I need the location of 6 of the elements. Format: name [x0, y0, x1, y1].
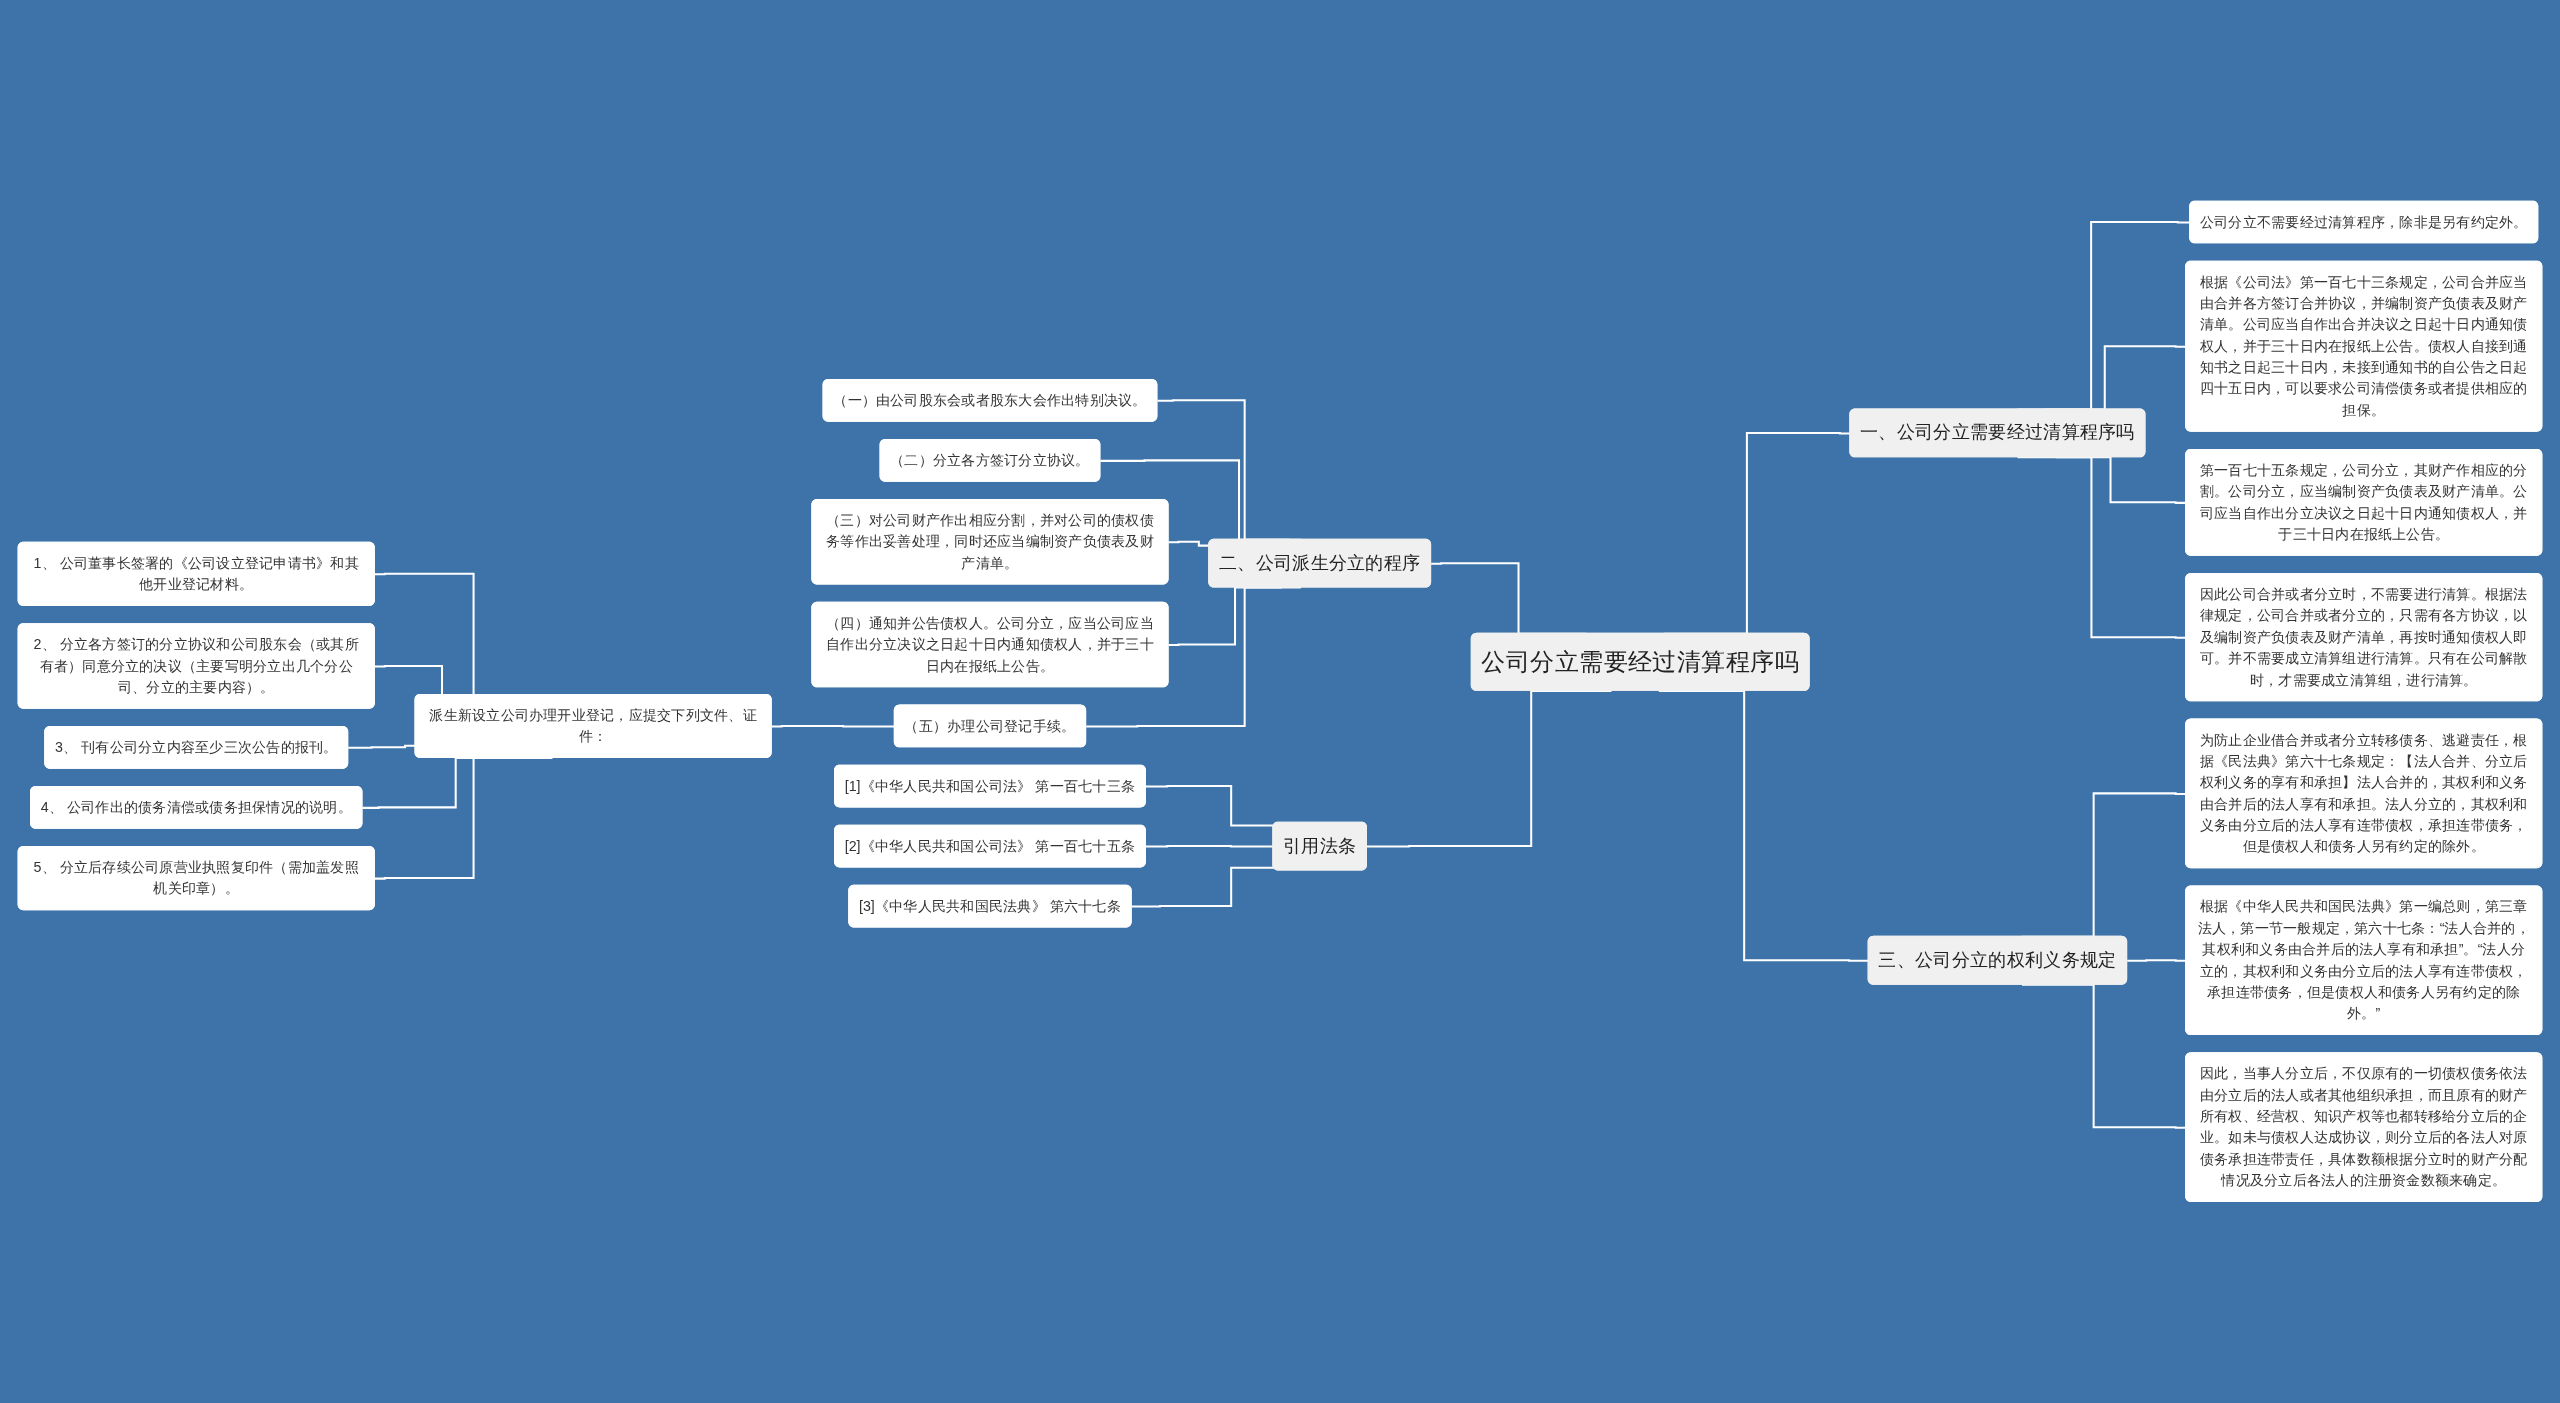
connector	[771, 725, 895, 728]
connector	[1145, 785, 1274, 827]
connector	[1168, 540, 1210, 547]
mind-map-diagram: 公司分立需要经过清算程序吗 一、公司分立需要经过清算程序吗 公司分立不需要经过清算程序，除非是另有约定外。 根据《公司法》第一百七十三条规定，公司合并应当由合并各方签订合并协议，并编制资产负债表及财产清单。公司应当自作出合并决议之日起十日内通知债权人，并于三十日内在报纸上公告。债权人自接到通知书之日起三十日内，未接到通知书的自公告之日起四十五日内，可以要求公司清偿债务或者提供相应的担保。 第一百七十五条规定，公司分立，其财产作相应的分割。公司分立，应当编制资产负债表及财产清单。公司应当自作出分立决议之日起十日内通知债权人，并于三十日内在报纸上公告。 因此公司合并或者分立时，不需要进行清算。根据法律规定，公司合并或者分立的，只需有各方协议，以及编制资产负债表及财产清单，再按时通知债权人即可。并不需要成立清算组进行清算。只有在公司解散时，才需要成立清算组，进行清算。 二、公司派生分立的程序 （一）由公司股东会或者股东大会作出特别决议。 （二）分立各方签订分立协议。 （三）对公司财产作出相应分割，并对公司的债权债务等作出妥善处理，同时还应当编制资产负债表及财产清单。 （四）通知并公告债权人。公司分立，应当公司应当自作出分立决议之日起十日内通知债权人，并于三十日内在报纸上公告。 （五）办理公司登记手续。 派生新设立公司办理开业登记，应提交下列文件、证件： 1、 公司董事长签署的《公司设立登记申请书》和其他开业登记材料。 2、 分立各方签订的分立协议和公司股东会（或其所有者）同意分立的决议（主要写明分立出几个分公司、分立的主要内容）。 3、 刊有公司分立内容至少三次公告的报刊。 4、 公司作出的债务清偿或债务担保情况的说明。 5、 分立后存续公司原营业执照复印件（需加盖发照机关印章）。 三、公司分立的权利义务规定 为防止企业借合并或者分立转移债务、逃避责任，根据《民法典》第六十七条规定：【法人合并、分立后权利义务的享有和承担】法人合并的，其权利和义务由合并后的法人享有和承担。法人分立的，其权利和义务由分立后的法人享有连带债权，承担连带债务，但是债权人和债务人另有约定的除外。 根据《中华人民共和国民法典》第一编总则，第三章法人，第一节一般规定，第六十七条：“法人合并的，其权利和义务由合并后的法人享有和承担”。“法人分立的，其权利和义务由分立后的法人享有连带债权，承担连带债务，但是债权人和债务人另有约定的除外。” 因此，当事人分立后，不仅原有的一切债权债务依法由分立后的法人或者其他组织承担，而且原有的财产所有权、经营权、知识产权等也都转移给分立后的企业。如未与债权人达成协议，则分立后的各法人对原债务承担连带责任，具体数额根据分立时的财产分配情况及分立后各法人的注册资金数额来确定。 引用法条 [1]《中华人民共和国公司法》 第一百七十三条 [2]《中华人民共和国公司法》 第一百七十五条 [3]《中华人民共和国民法典》 第六十七条	[10, 193, 2550, 1210]
connector	[348, 744, 416, 750]
connector	[1131, 866, 1274, 908]
